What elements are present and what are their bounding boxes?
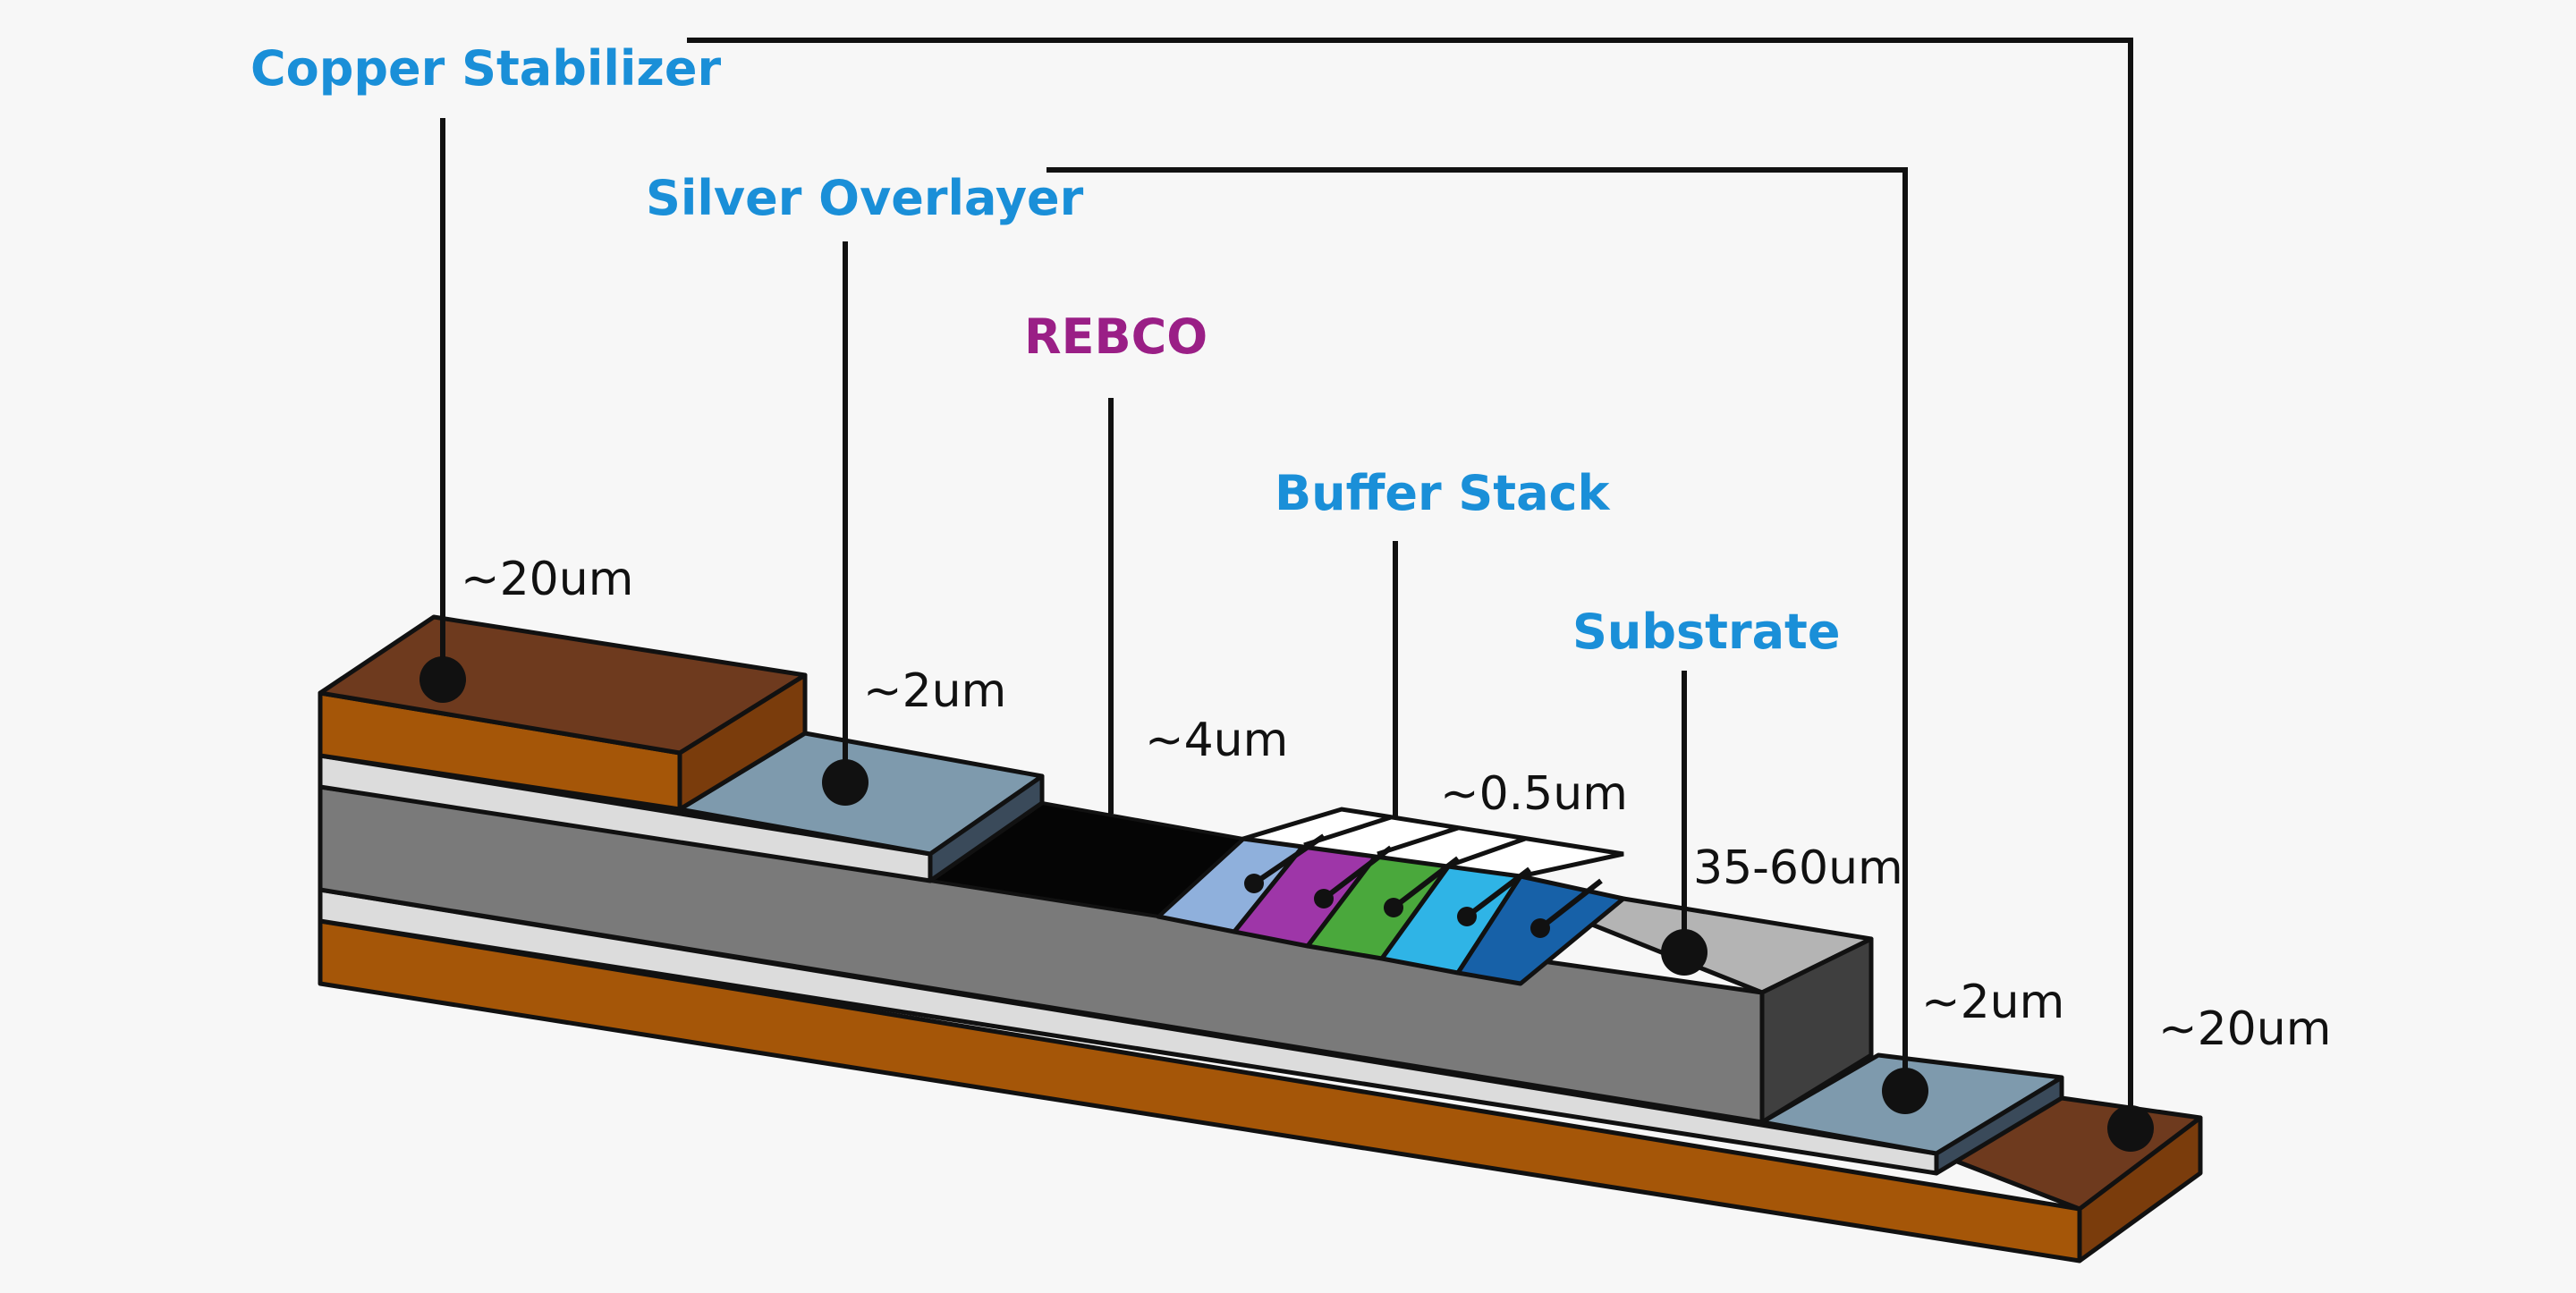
substrate-side: [1759, 936, 1874, 1125]
silver-top-thickness: ~2um: [863, 664, 1006, 718]
leader-dots: [419, 656, 2154, 1152]
copper-bottom-thickness: ~20um: [2158, 1002, 2331, 1056]
buffer-connector-1: [1252, 833, 1326, 886]
substrate-thickness: 35-60um: [1693, 841, 1903, 895]
top-copper-side: [677, 672, 808, 812]
buffer-dot-5: [1530, 918, 1550, 938]
buffer-connector-5: [1538, 878, 1603, 931]
buffer-bracket-box: [1242, 807, 1624, 879]
buffer-dot-3: [1384, 898, 1403, 917]
substrate-dot: [1661, 929, 1707, 976]
buffer-stack-label: Buffer Stack: [1275, 465, 1611, 521]
silver-top-dot: [822, 759, 869, 806]
copper-stabilizer-label: Copper Stabilizer: [250, 40, 721, 97]
rebco-label: REBCO: [1024, 308, 1208, 365]
silver-bottom-thickness: ~2um: [1921, 976, 2064, 1029]
copper-bottom-leader: [687, 38, 2133, 1128]
silver-bottom-dot: [1882, 1068, 1928, 1114]
buffer-connector-2: [1322, 845, 1393, 901]
buffer-dot-1: [1244, 874, 1264, 893]
silver-overlayer-label: Silver Overlayer: [646, 170, 1084, 226]
copper-top-thickness: ~20um: [461, 553, 633, 606]
top-silver-side: [928, 773, 1045, 883]
buffer-stack-bracket: [1242, 541, 1624, 938]
buffer-bracket-divider-3: [1448, 836, 1526, 868]
silver-bottom-leader: [1046, 167, 1908, 1091]
bottom-copper-side: [2077, 1115, 2203, 1263]
substrate-label: Substrate: [1572, 604, 1840, 660]
copper-top-dot: [419, 656, 466, 703]
copper-bottom-dot: [2107, 1105, 2154, 1152]
buffer-thickness: ~0.5um: [1440, 767, 1628, 821]
buffer-connector-3: [1392, 856, 1460, 910]
buffer-dot-4: [1457, 907, 1477, 926]
bottom-silver-side: [1934, 1075, 2064, 1176]
buffer-connector-4: [1465, 866, 1531, 919]
leader-lines: [440, 38, 2133, 1128]
rebco-thickness: ~4um: [1145, 714, 1288, 767]
buffer-dot-2: [1314, 889, 1334, 908]
